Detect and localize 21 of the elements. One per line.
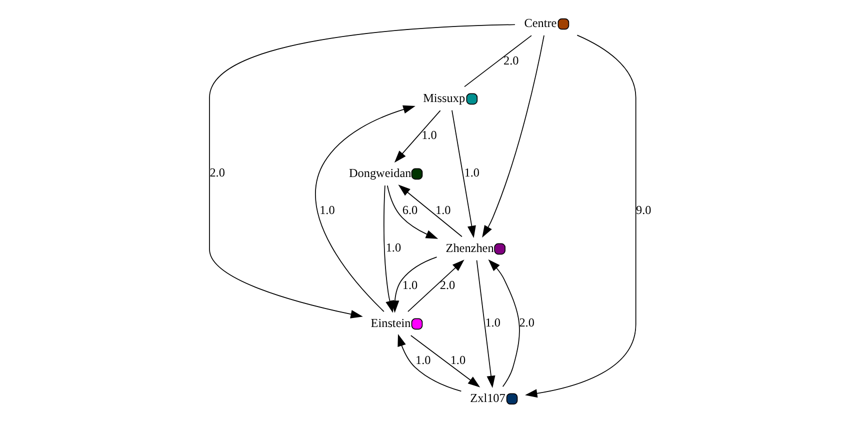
edge-label: 6.0 <box>402 203 418 218</box>
edge-label: 1.0 <box>319 203 334 218</box>
node-label: Zhenzhen <box>445 241 494 256</box>
node-label: Missuxp <box>422 91 465 106</box>
node-label: Zxl107 <box>470 391 505 406</box>
edge-label: 1.0 <box>402 278 418 292</box>
node-label: Centre <box>524 16 556 30</box>
edge-label: 2.0 <box>439 278 455 292</box>
edge-label: 2.0 <box>518 316 534 330</box>
edge-label: 1.0 <box>421 128 436 142</box>
edge-label: 2.0 <box>503 53 518 68</box>
edge-label: 1.0 <box>435 203 450 218</box>
edge-label: 2.0 <box>209 166 224 180</box>
node-label: Dongweidan <box>348 166 411 180</box>
edge-label: 9.0 <box>636 203 651 218</box>
edge-label: 1.0 <box>450 353 466 368</box>
edge-label: 1.0 <box>484 316 500 330</box>
node-label: Einstein <box>370 316 410 330</box>
edge-label: 1.0 <box>385 240 401 255</box>
edge-label: 1.0 <box>414 353 430 368</box>
edge-label: 1.0 <box>464 166 480 180</box>
